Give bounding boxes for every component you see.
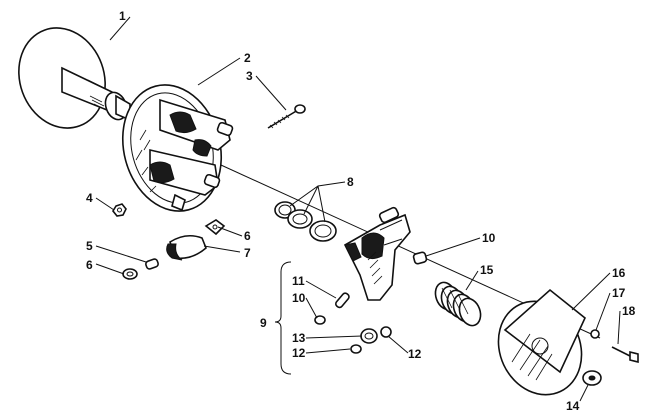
pin (145, 258, 159, 270)
callout-6-lower: 6 (86, 258, 93, 272)
movable-sheave (121, 84, 234, 212)
callout-18: 18 (622, 304, 636, 318)
callout-17: 17 (612, 286, 626, 300)
callout-11: 11 (292, 274, 305, 288)
thrust-washer-left (350, 344, 362, 354)
spider-assembly (343, 206, 411, 301)
callout-12-left: 12 (292, 346, 306, 360)
fixed-sheave (18, 27, 131, 129)
callout-5: 5 (86, 239, 93, 253)
callout-15: 15 (480, 263, 494, 277)
callout-7: 7 (244, 246, 251, 260)
callout-12-right: 12 (408, 347, 422, 361)
thrust-washer-right (380, 326, 392, 338)
roller-pin (334, 292, 350, 309)
callout-6-upper: 6 (244, 229, 251, 243)
spring (434, 281, 482, 327)
callouts: 1 2 3 4 5 6 6 7 8 9 10 10 11 12 12 13 14… (86, 9, 636, 413)
callout-2: 2 (244, 51, 251, 65)
callout-13: 13 (292, 331, 306, 345)
pin-end (314, 315, 326, 325)
lock-washer (590, 329, 600, 339)
flat-washer (122, 268, 138, 280)
bushing (412, 251, 428, 265)
roller-arm (166, 234, 207, 261)
roller (360, 328, 378, 344)
long-bolt (267, 104, 306, 129)
callout-4: 4 (86, 191, 93, 205)
callout-10-left: 10 (292, 291, 306, 305)
cover-bolt (611, 346, 639, 364)
callout-14: 14 (566, 399, 580, 413)
callout-16: 16 (612, 266, 626, 280)
shaped-washer (204, 219, 226, 236)
small-nut (112, 203, 127, 217)
callout-1: 1 (119, 9, 126, 23)
cover-plate (497, 288, 586, 396)
callout-3: 3 (246, 69, 253, 83)
leader-lines (95, 16, 621, 402)
callout-9: 9 (260, 316, 267, 330)
washers (274, 201, 337, 242)
callout-8: 8 (347, 175, 354, 189)
callout-10-right: 10 (482, 231, 496, 245)
